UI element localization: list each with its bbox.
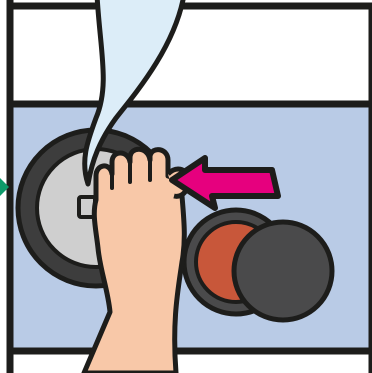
hand-palm <box>84 149 184 373</box>
dark-button[interactable] <box>234 222 332 320</box>
top-panel <box>10 6 372 104</box>
bottom-strip <box>10 351 372 373</box>
